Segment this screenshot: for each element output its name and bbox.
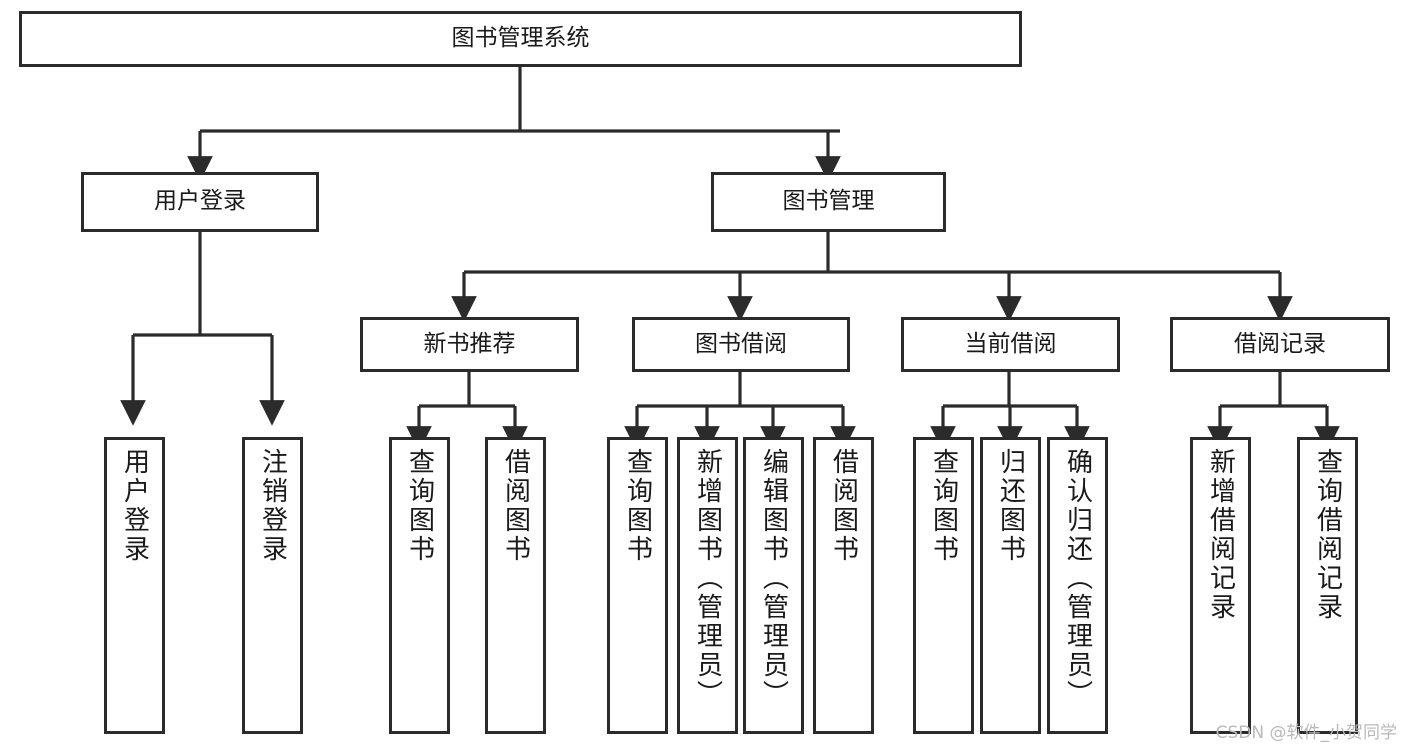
node-root-label: 图书管理系统 (451, 25, 590, 52)
leaf-logout-login[interactable]: 注销登录 (242, 437, 303, 734)
leaf-add-record[interactable]: 新增借阅记录 (1190, 437, 1251, 734)
leaf-logout-login-label: 注销登录 (257, 448, 288, 564)
leaf-add-record-label: 新增借阅记录 (1205, 448, 1236, 622)
node-new-book-recommend[interactable]: 新书推荐 (360, 317, 579, 372)
node-book-manage-label: 图书管理 (782, 188, 875, 215)
node-new-book-recommend-label: 新书推荐 (423, 330, 516, 357)
leaf-return-book-label: 归还图书 (995, 448, 1026, 564)
leaf-return-book[interactable]: 归还图书 (980, 437, 1041, 734)
leaf-borrow-book-2[interactable]: 借阅图书 (813, 437, 874, 734)
node-user-login[interactable]: 用户登录 (81, 172, 319, 232)
leaf-confirm-return-label: 确认归还（管理员） (1062, 448, 1093, 709)
leaf-edit-book[interactable]: 编辑图书（管理员） (743, 437, 804, 734)
node-user-login-label: 用户登录 (154, 188, 246, 215)
leaf-confirm-return[interactable]: 确认归还（管理员） (1047, 437, 1108, 734)
leaf-query-book-3-label: 查询图书 (928, 448, 959, 564)
leaf-query-record[interactable]: 查询借阅记录 (1297, 437, 1358, 734)
leaf-borrow-book-1[interactable]: 借阅图书 (485, 437, 546, 734)
leaf-edit-book-label: 编辑图书（管理员） (758, 448, 789, 709)
leaf-add-book[interactable]: 新增图书（管理员） (677, 437, 738, 734)
leaf-query-book-2[interactable]: 查询图书 (607, 437, 668, 734)
leaf-add-book-label: 新增图书（管理员） (692, 448, 723, 709)
node-book-manage[interactable]: 图书管理 (711, 172, 946, 232)
leaf-user-login-label: 用户登录 (119, 448, 150, 564)
leaf-user-login[interactable]: 用户登录 (104, 437, 165, 734)
node-root[interactable]: 图书管理系统 (19, 11, 1022, 67)
leaf-borrow-book-2-label: 借阅图书 (828, 448, 859, 564)
leaf-query-book-3[interactable]: 查询图书 (913, 437, 974, 734)
csdn-watermark: CSDN @软件_小贺同学 (1215, 723, 1397, 743)
leaf-query-book-1-label: 查询图书 (404, 448, 435, 564)
leaf-query-book-1[interactable]: 查询图书 (389, 437, 450, 734)
node-book-borrow[interactable]: 图书借阅 (632, 317, 850, 372)
node-book-borrow-label: 图书借阅 (695, 330, 787, 357)
node-borrow-record[interactable]: 借阅记录 (1170, 317, 1390, 372)
node-current-borrow-label: 当前借阅 (964, 330, 1057, 357)
leaf-borrow-book-1-label: 借阅图书 (500, 448, 531, 564)
node-current-borrow[interactable]: 当前借阅 (901, 317, 1120, 372)
leaf-query-book-2-label: 查询图书 (622, 448, 653, 564)
leaf-query-record-label: 查询借阅记录 (1312, 448, 1343, 622)
node-borrow-record-label: 借阅记录 (1234, 330, 1326, 357)
